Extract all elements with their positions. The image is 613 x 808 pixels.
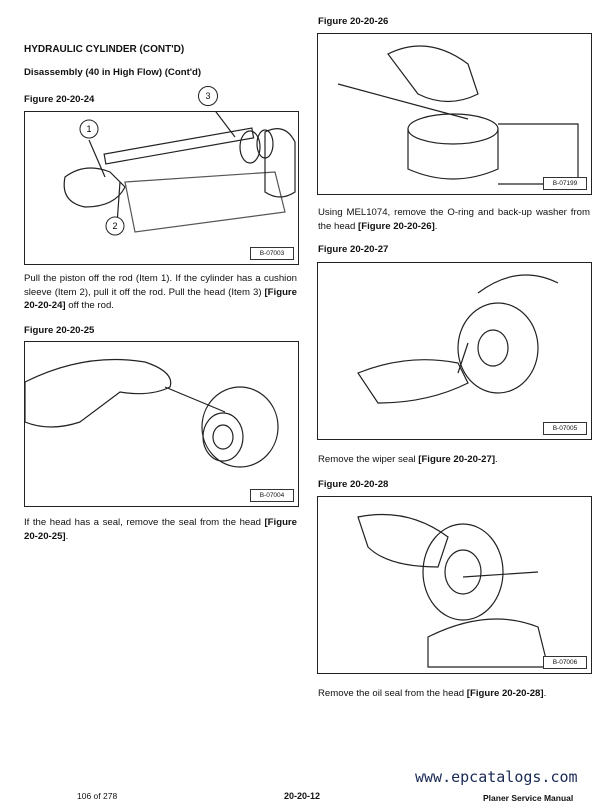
callout-1: 1 [86, 124, 91, 134]
figure-20-20-28: B-07006 [317, 496, 592, 674]
subsection-title: Disassembly (40 in High Flow) (Cont'd) [24, 67, 202, 78]
cylinder-disassembly-illustration: 1 2 [63, 112, 296, 236]
figure-20-20-24: 1 2 3 B-07003 [24, 86, 299, 265]
figure-20-20-25: B-07004 [24, 341, 299, 507]
figure-label: Figure 20-20-24 [24, 94, 95, 105]
figure-code: B-07003 [250, 247, 294, 260]
figure-ref: [Figure 20-20-26] [358, 220, 435, 232]
figure-label: Figure 20-20-28 [318, 479, 389, 490]
paragraph: Remove the oil seal from the head [Figur… [318, 688, 547, 699]
figure-ref: [Figure 20-20-25] [24, 517, 297, 542]
figure-code: B-07199 [543, 177, 587, 190]
figure-code: B-07005 [543, 422, 587, 435]
paragraph: Pull the piston off the rod (Item 1). If… [24, 273, 297, 312]
wiper-seal-illustration [357, 274, 559, 404]
figure-code: B-07004 [250, 489, 294, 502]
figure-label: Figure 20-20-25 [24, 325, 95, 336]
paragraph: Using MEL1074, remove the O-ring and bac… [318, 207, 590, 232]
figure-label: Figure 20-20-26 [318, 16, 389, 27]
figure-ref: [Figure 20-20-28] [466, 688, 544, 699]
figure-20-20-26: B-07199 [317, 33, 592, 195]
section-title: HYDRAULIC CYLINDER (CONT'D) [24, 44, 185, 55]
page-count: 106 of 278 [77, 791, 118, 801]
oil-seal-illustration [357, 514, 549, 668]
manual-name: Planer Service Manual [483, 793, 574, 803]
head-seal-illustration [25, 358, 279, 468]
paragraph: If the head has a seal, remove the seal … [24, 517, 297, 542]
callout-3: 3 [198, 86, 218, 106]
figure-code: B-07006 [543, 656, 587, 669]
figure-ref: [Figure 20-20-27] [418, 454, 496, 465]
o-ring-removal-illustration [337, 45, 579, 185]
figure-20-20-27: B-07005 [317, 262, 592, 440]
watermark: www.epcatalogs.com [415, 768, 578, 786]
callout-2: 2 [112, 221, 117, 231]
figure-ref: [Figure 20-20-24] [24, 286, 297, 312]
paragraph: Remove the wiper seal [Figure 20-20-27]. [318, 454, 498, 465]
figure-label: Figure 20-20-27 [318, 244, 389, 255]
section-number: 20-20-12 [284, 791, 321, 801]
